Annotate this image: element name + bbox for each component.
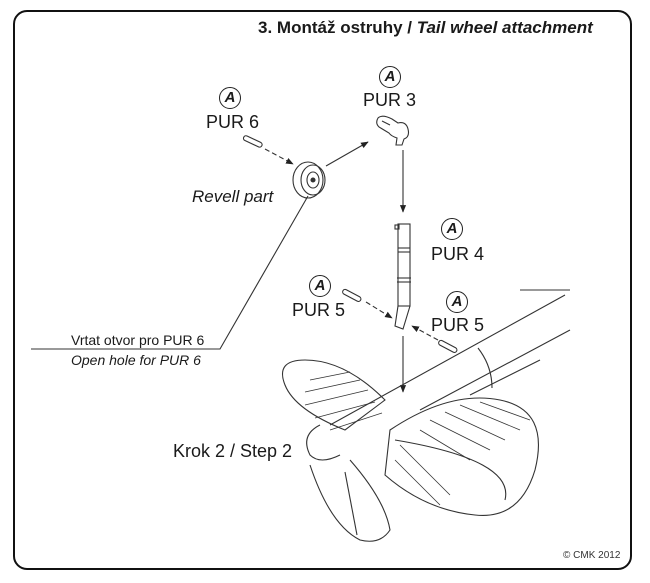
arrow-pur6-to-wheel [264, 148, 294, 165]
part-badge-pur4: A [441, 218, 463, 240]
pur6-pin [242, 135, 263, 148]
part-badge-pur6: A [219, 87, 241, 109]
pur3-fork [376, 115, 410, 146]
pur5-pin-right [438, 339, 458, 354]
arrow-pur5-left [365, 301, 393, 319]
tail-section [281, 289, 571, 542]
arrow-wheel-to-pur3 [325, 141, 369, 167]
label-pur5-right: PUR 5 [431, 315, 485, 335]
copyright: © CMK 2012 [563, 550, 621, 561]
step-number: 3. [258, 18, 273, 37]
drill-hole-english: Open hole for PUR 6 [71, 352, 201, 368]
pur4-strut [394, 223, 411, 330]
step-title: 3. Montáž ostruhy / Tail wheel attachmen… [258, 18, 593, 38]
drill-leader-line [31, 195, 309, 350]
diagram-frame [13, 10, 632, 570]
revell-wheel [292, 161, 326, 199]
label-pur6: PUR 6 [206, 112, 260, 132]
label-pur3: PUR 3 [363, 90, 417, 110]
title-czech: Montáž ostruhy / [276, 18, 412, 37]
arrow-pur5-right [411, 325, 439, 341]
revell-part-label: Revell part [192, 187, 274, 206]
label-pur4: PUR 4 [431, 244, 485, 264]
step-reference: Krok 2 / Step 2 [173, 441, 293, 461]
pur5-pin-left [342, 288, 362, 303]
drill-hole-czech: Vrtat otvor pro PUR 6 [71, 332, 205, 348]
title-english: Tail wheel attachment [416, 18, 593, 37]
label-pur5-left: PUR 5 [292, 300, 346, 320]
part-badge-pur3: A [379, 66, 401, 88]
part-badge-pur5-left: A [309, 275, 331, 297]
part-badge-pur5-right: A [446, 291, 468, 313]
